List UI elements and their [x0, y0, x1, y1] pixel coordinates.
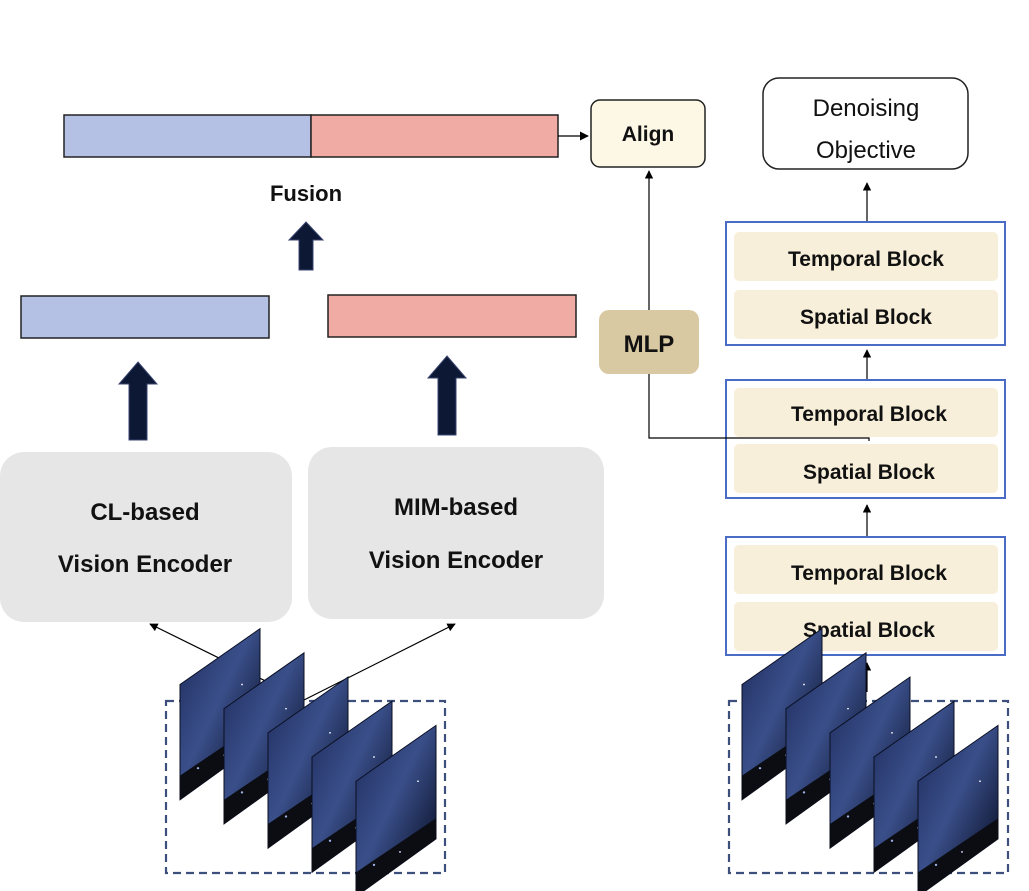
mlp-label: MLP — [624, 331, 675, 358]
denoising-line2: Objective — [816, 137, 916, 164]
denoising-line1: Denoising — [813, 95, 920, 122]
stage-3-frame — [725, 221, 1006, 346]
video-to-mim-arrow — [303, 623, 456, 701]
align-box — [590, 99, 706, 168]
stage-2-spatial-label: Spatial Block — [803, 461, 935, 484]
thick-up-arrow-icon — [287, 221, 325, 271]
thick-up-arrow-icon — [117, 361, 159, 441]
fused-feature-mim-segment — [310, 114, 559, 158]
stage-1-spatial-block — [734, 602, 998, 651]
stage-2-temporal-label: Temporal Block — [791, 403, 947, 426]
thick-up-arrow-icon — [426, 355, 468, 436]
mim-encoder-line2: Vision Encoder — [369, 547, 543, 574]
stage-3-temporal-block — [734, 232, 998, 281]
denoising-objective-box — [762, 77, 969, 170]
align-label: Align — [622, 123, 675, 146]
mim-encoder-line1: MIM-based — [394, 494, 518, 521]
mlp-box — [599, 310, 699, 374]
cl-encoder-line1: CL-based — [90, 499, 199, 526]
video-frames-icon — [164, 628, 447, 891]
stage-1-spatial-label: Spatial Block — [803, 619, 935, 642]
stage-2-spatial-block — [734, 444, 998, 493]
stage-3-spatial-label: Spatial Block — [800, 306, 932, 329]
right-video-frame-border — [727, 699, 1010, 875]
cl-feature-bar — [20, 295, 270, 339]
stage-2-temporal-block — [734, 388, 998, 437]
cl-encoder-box — [0, 452, 292, 622]
mim-feature-bar — [327, 294, 577, 338]
fused-feature-cl-segment — [63, 114, 312, 158]
video-frames-icon — [727, 628, 1010, 891]
mim-encoder-box — [308, 447, 604, 619]
mlp-to-align-connector — [644, 170, 870, 441]
left-video-frame-border — [164, 699, 447, 875]
stage-3-spatial-block — [734, 290, 998, 339]
fusion-label: Fusion — [270, 181, 342, 206]
stage-1-temporal-block — [734, 545, 998, 594]
stage-2-frame — [725, 379, 1006, 499]
stage-1-temporal-label: Temporal Block — [791, 562, 947, 585]
cl-encoder-line2: Vision Encoder — [58, 551, 232, 578]
stage-3-temporal-label: Temporal Block — [788, 248, 944, 271]
